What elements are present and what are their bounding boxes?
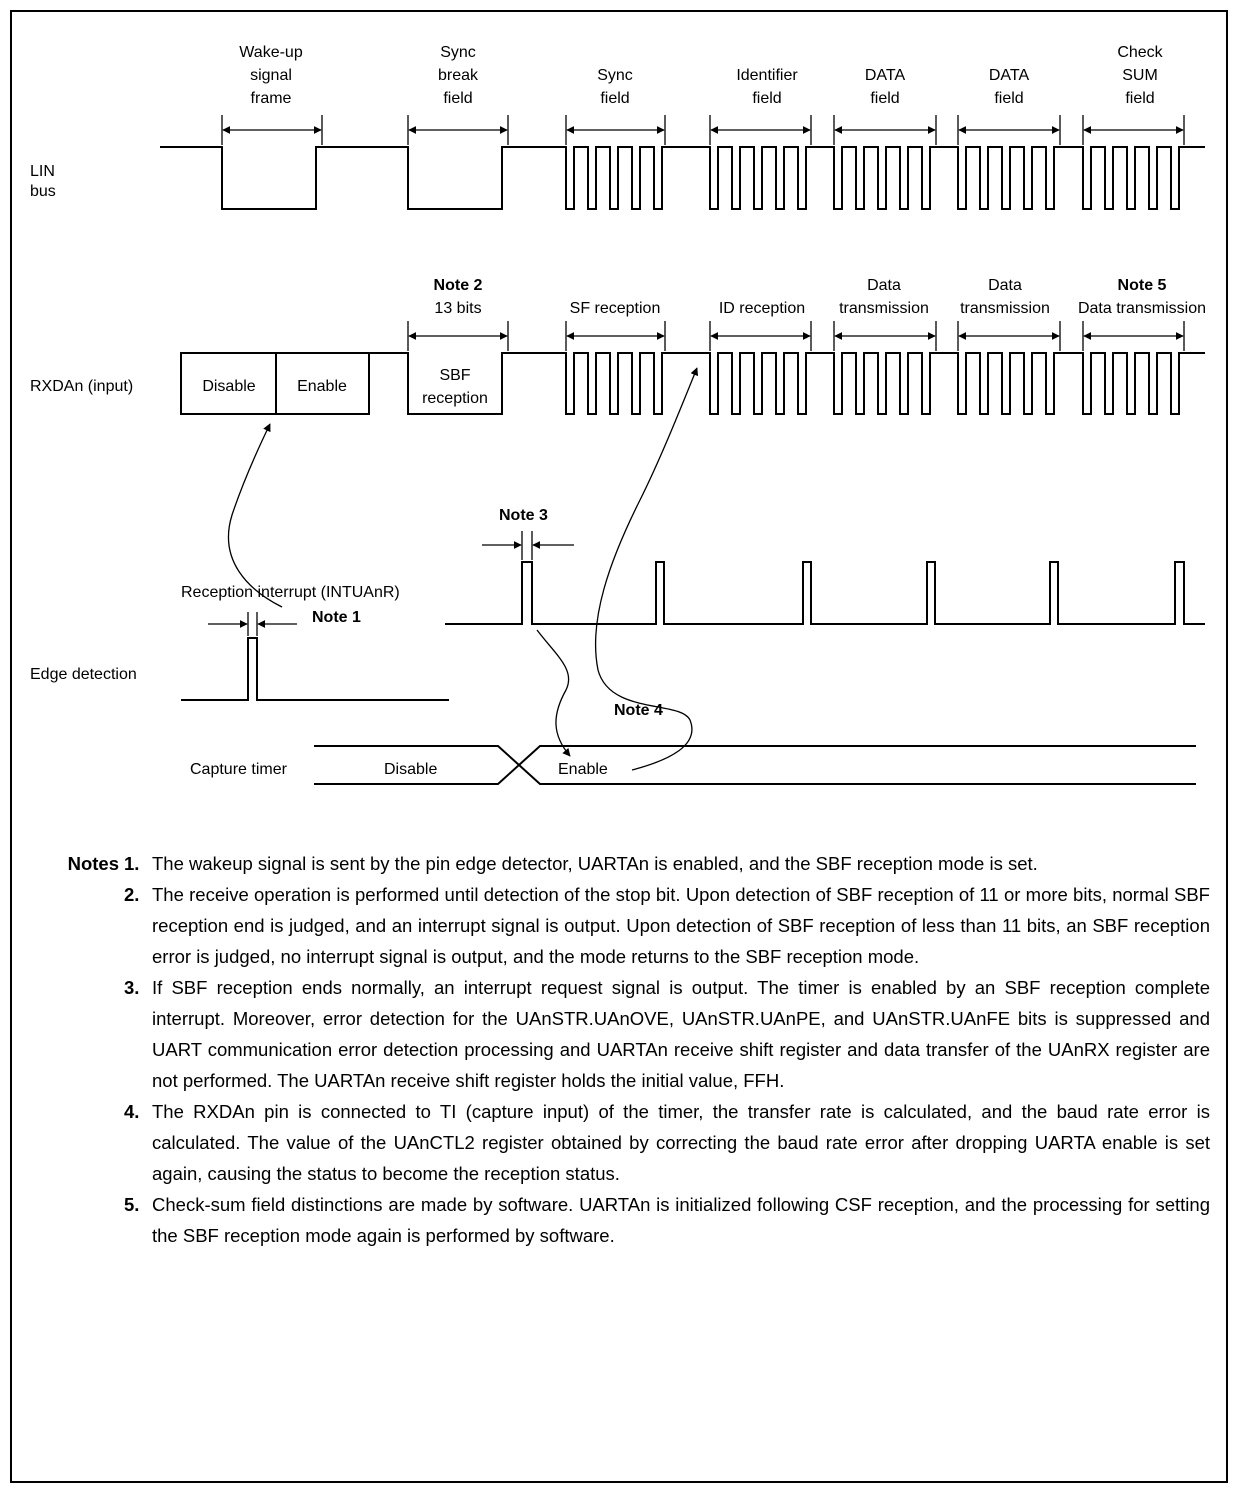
lin-data2-label: DATA xyxy=(989,67,1030,84)
note-text: If SBF reception ends normally, an inter… xyxy=(152,977,1210,1091)
rx-disable-label: Disable xyxy=(202,378,255,395)
note-item: 2. The receive operation is performed unt… xyxy=(40,879,1210,972)
notes-heading: Notes xyxy=(67,853,119,874)
rx-checksum-dimension xyxy=(1082,321,1185,351)
note-number: 2. xyxy=(124,884,140,905)
rxd-label: RXDAn (input) xyxy=(30,378,133,395)
rx-enable-label: Enable xyxy=(297,378,347,395)
rx-sbf-label: 13 bits xyxy=(434,300,481,317)
lin-checksum-label: SUM xyxy=(1122,67,1158,84)
note-number: 1. xyxy=(124,853,140,874)
edge-pulse-wakeup xyxy=(181,637,449,701)
rx-sync-label: SF reception xyxy=(570,300,661,317)
rx-sbf-note: Note 2 xyxy=(434,277,483,294)
lin-data2-label: field xyxy=(994,90,1023,107)
lin-data2-dimension xyxy=(957,115,1061,145)
note1-label: Note 1 xyxy=(312,609,361,626)
note-number: 5. xyxy=(124,1194,140,1215)
lin-sync-dimension xyxy=(565,115,666,145)
lin-ident-label: field xyxy=(752,90,781,107)
lin-wakeup-label: frame xyxy=(251,90,292,107)
arrow-sbf-interrupt-to-timer xyxy=(536,629,571,757)
rx-enable-box xyxy=(275,352,370,415)
arrow-timer-to-rxd xyxy=(594,367,699,771)
rx-data1-label: Data xyxy=(867,277,901,294)
lin-data1-label: field xyxy=(870,90,899,107)
rx-data2-label: Data xyxy=(988,277,1022,294)
note-item: 4. The RXDAn pin is connected to TI (capt… xyxy=(40,1096,1210,1189)
lin-wakeup-label: signal xyxy=(250,67,292,84)
arrow-interrupt-to-enable xyxy=(227,423,283,608)
rx-checksum-label: Data transmission xyxy=(1078,300,1206,317)
rx-data1-dimension xyxy=(833,321,937,351)
capture-disable-label: Disable xyxy=(384,761,437,778)
rx-data2-label: transmission xyxy=(960,300,1050,317)
rx-ident-dimension xyxy=(709,321,812,351)
note-number: 4. xyxy=(124,1101,140,1122)
lin-sync-label: field xyxy=(600,90,629,107)
rx-sync-dimension xyxy=(565,321,666,351)
edge-pulse-train xyxy=(445,561,1205,625)
lin-checksum-label: field xyxy=(1125,90,1154,107)
note3-label: Note 3 xyxy=(499,507,548,524)
note-text: The wakeup signal is sent by the pin edg… xyxy=(152,853,1038,874)
lin-data1-dimension xyxy=(833,115,937,145)
figure-frame xyxy=(10,10,1228,1483)
lin-wakeup-label: Wake-up xyxy=(239,44,303,61)
note1-width-marker xyxy=(208,612,297,636)
note-item: 3. If SBF reception ends normally, an int… xyxy=(40,972,1210,1096)
capture-enable-label: Enable xyxy=(558,761,608,778)
note-text: Check-sum field distinctions are made by… xyxy=(152,1194,1210,1246)
capture-timer-label: Capture timer xyxy=(190,761,288,778)
note-item: 5. Check-sum field distinctions are made … xyxy=(40,1189,1210,1251)
rxd-waveform xyxy=(369,352,1205,415)
rx-sbf-dimension xyxy=(407,321,509,351)
lin-checksum-dimension xyxy=(1082,115,1185,145)
lin-wakeup-dimension xyxy=(221,115,323,145)
lin-data1-label: DATA xyxy=(865,67,906,84)
lin-checksum-label: Check xyxy=(1117,44,1163,61)
lin-sbf-label: Sync xyxy=(440,44,476,61)
rx-checksum-note: Note 5 xyxy=(1118,277,1167,294)
lin-sbf-dimension xyxy=(407,115,509,145)
lin-sbf-label: break xyxy=(438,67,479,84)
capture-timer-bus xyxy=(314,745,1196,785)
note-number: 3. xyxy=(124,977,140,998)
lin-sbf-label: field xyxy=(443,90,472,107)
lin-ident-label: Identifier xyxy=(736,67,798,84)
lin-ident-dimension xyxy=(709,115,812,145)
note-text: The RXDAn pin is connected to TI (captur… xyxy=(152,1101,1210,1184)
note-text: The receive operation is performed until… xyxy=(152,884,1210,967)
edge-detection-label: Edge detection xyxy=(30,666,137,683)
reception-interrupt-label: Reception interrupt (INTUAnR) xyxy=(181,584,400,601)
rx-data2-dimension xyxy=(957,321,1061,351)
lin-sync-label: Sync xyxy=(597,67,633,84)
rx-data1-label: transmission xyxy=(839,300,929,317)
lin-bus-waveform xyxy=(160,146,1205,210)
note4-label: Note 4 xyxy=(614,702,663,719)
rx-ident-label: ID reception xyxy=(719,300,805,317)
note3-width-marker xyxy=(482,531,574,560)
